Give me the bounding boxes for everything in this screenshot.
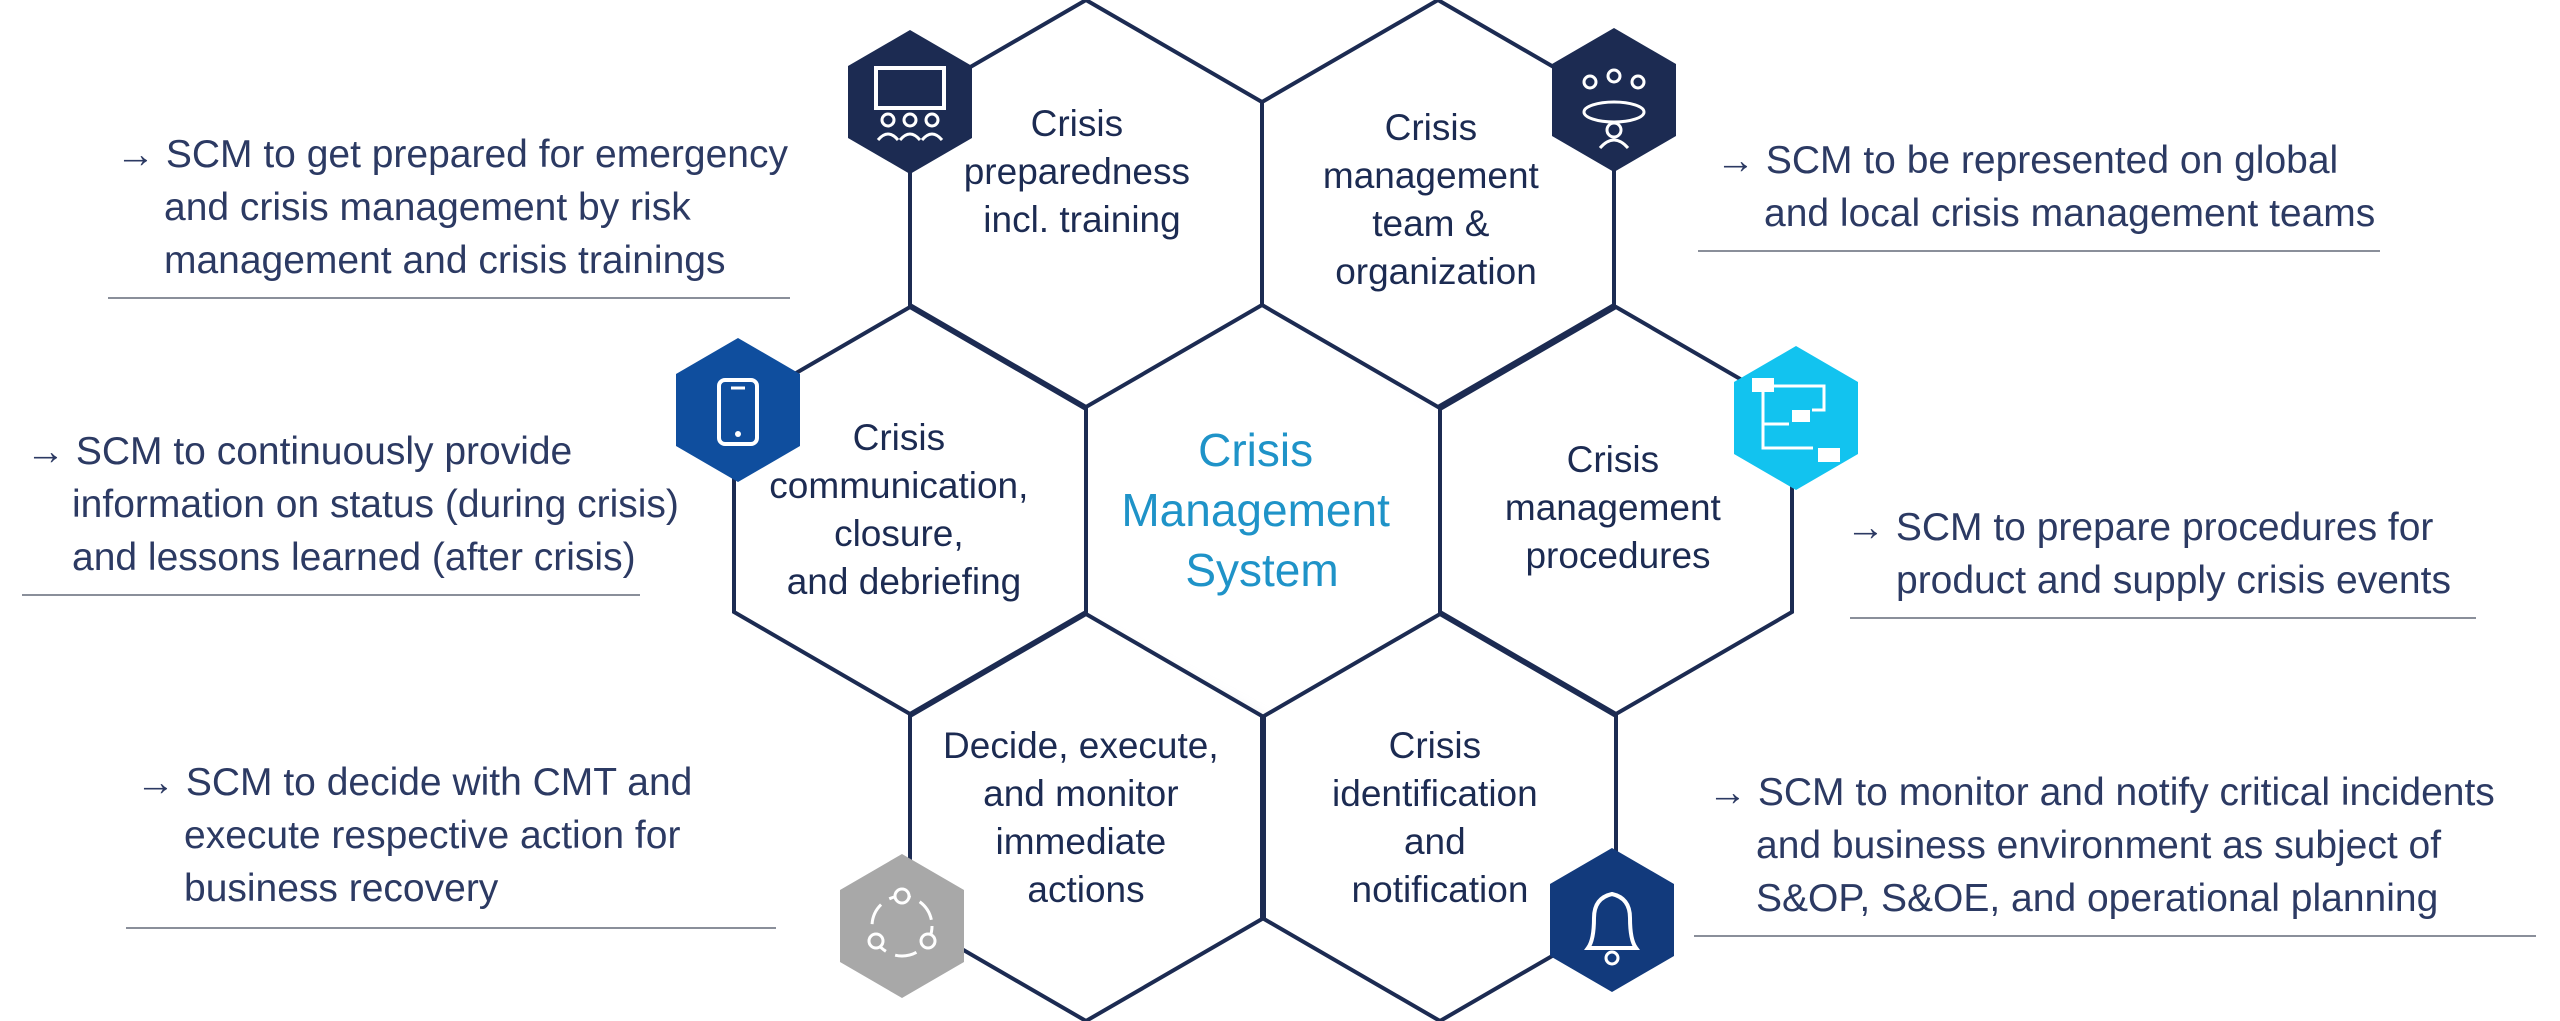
note-team-line-1: → SCM to be represented on global [1716, 139, 2338, 182]
meeting-icon [1552, 28, 1676, 172]
hexagon-label-communication: Crisis communication, closure, and debri… [769, 417, 1038, 602]
note-procedures: → SCM to prepare procedures for product … [1846, 506, 2476, 619]
procedures-line-3: procedures [1525, 535, 1710, 576]
note-team: → SCM to be represented on global and lo… [1698, 139, 2380, 252]
hexagon-label-preparedness: Crisis preparedness incl. training [964, 103, 1201, 240]
hexagon-label-identification: Crisis identification and notification [1332, 725, 1548, 910]
communication-line-2: communication, [769, 465, 1028, 506]
identification-line-4: notification [1352, 869, 1529, 910]
note-preparedness-line-2: and crisis management by risk [164, 186, 691, 229]
note-decide: → SCM to decide with CMT and execute res… [126, 761, 776, 929]
hexagon-label-decide: Decide, execute, and monitor immediate a… [943, 725, 1229, 910]
note-identification-line-1: → SCM to monitor and notify critical inc… [1708, 771, 2495, 814]
note-identification: → SCM to monitor and notify critical inc… [1694, 771, 2536, 937]
identification-line-3: and [1404, 821, 1466, 862]
workflow-icon [1734, 346, 1858, 490]
procedures-line-2: management [1505, 487, 1722, 528]
note-preparedness-text: → SCM to get prepared for emergency and … [116, 133, 799, 282]
bell-icon [1550, 848, 1674, 992]
note-communication-line-2: information on status (during crisis) [72, 483, 679, 526]
hexagon-label-team: Crisis management team & organization [1323, 107, 1549, 292]
decide-line-4: actions [1027, 869, 1144, 910]
decide-line-3: immediate [996, 821, 1167, 862]
note-decide-line-3: business recovery [184, 867, 499, 910]
note-decide-text: → SCM to decide with CMT and execute res… [136, 761, 703, 910]
identification-line-1: Crisis [1389, 725, 1481, 766]
note-procedures-line-2: product and supply crisis events [1896, 559, 2451, 602]
note-preparedness-line-1: → SCM to get prepared for emergency [116, 133, 788, 176]
center-line-3: System [1185, 544, 1338, 596]
note-decide-line-2: execute respective action for [184, 814, 680, 857]
communication-line-3: closure, [834, 513, 964, 554]
team-line-2: management [1323, 155, 1540, 196]
team-line-4: organization [1335, 251, 1537, 292]
center-line-2: Management [1121, 484, 1390, 536]
note-communication-text: → SCM to continuously provide informatio… [26, 430, 690, 579]
note-team-line-2: and local crisis management teams [1764, 192, 2375, 235]
decide-line-2: and monitor [983, 773, 1178, 814]
note-procedures-text: → SCM to prepare procedures for product … [1846, 506, 2451, 602]
procedures-line-1: Crisis [1567, 439, 1659, 480]
note-communication: → SCM to continuously provide informatio… [22, 430, 690, 596]
decide-line-1: Decide, execute, [943, 725, 1219, 766]
note-preparedness-line-3: management and crisis trainings [164, 239, 725, 282]
note-preparedness: → SCM to get prepared for emergency and … [108, 133, 799, 299]
communication-line-1: Crisis [853, 417, 945, 458]
center-title: Crisis Management System [1121, 424, 1402, 596]
team-line-3: team & [1372, 203, 1490, 244]
preparedness-line-3: incl. training [983, 199, 1180, 240]
note-identification-line-3: S&OP, S&OE, and operational planning [1756, 877, 2438, 920]
cycle-icon [840, 854, 964, 998]
note-communication-line-1: → SCM to continuously provide [26, 430, 572, 473]
note-team-text: → SCM to be represented on global and lo… [1716, 139, 2375, 235]
preparedness-line-1: Crisis [1031, 103, 1123, 144]
note-procedures-line-1: → SCM to prepare procedures for [1846, 506, 2433, 549]
hexagon-label-procedures: Crisis management procedures [1505, 439, 1731, 576]
center-line-1: Crisis [1198, 424, 1313, 476]
team-line-1: Crisis [1385, 107, 1477, 148]
note-identification-line-2: and business environment as subject of [1756, 824, 2441, 867]
communication-line-4: and debriefing [787, 561, 1022, 602]
identification-line-2: identification [1332, 773, 1538, 814]
note-identification-text: → SCM to monitor and notify critical inc… [1708, 771, 2506, 920]
preparedness-line-2: preparedness [964, 151, 1190, 192]
presentation-icon [848, 30, 972, 174]
note-communication-line-3: and lessons learned (after crisis) [72, 536, 636, 579]
note-decide-line-1: → SCM to decide with CMT and [136, 761, 692, 804]
smartphone-icon [676, 338, 800, 482]
